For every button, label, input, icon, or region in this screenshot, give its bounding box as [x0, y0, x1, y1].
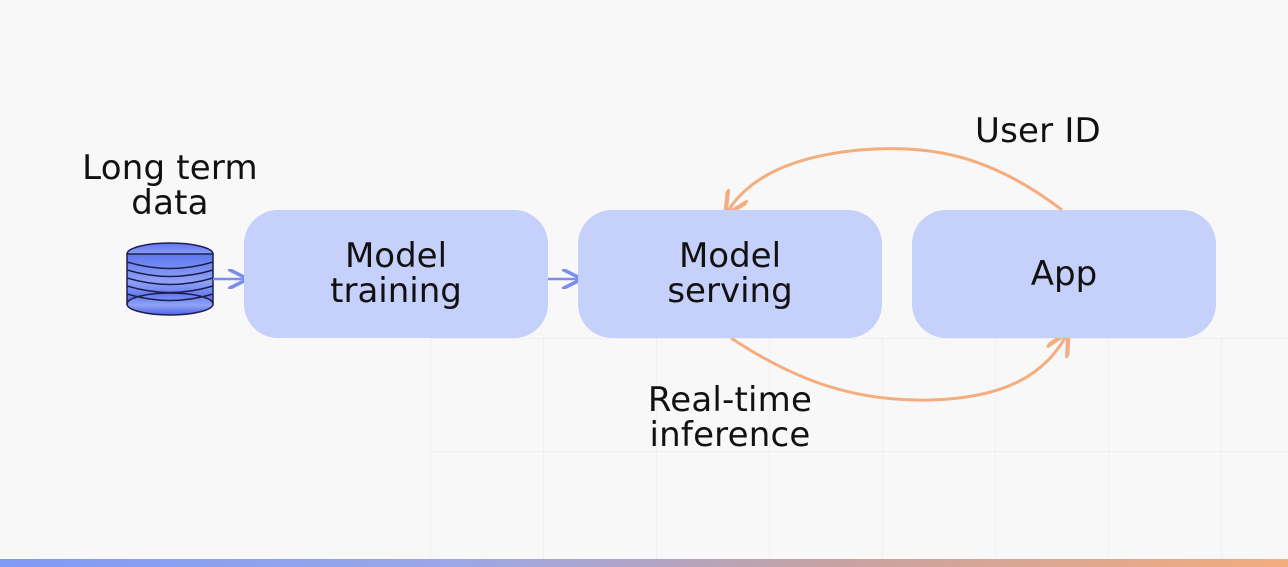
long-term-data-label: Long term data — [82, 148, 258, 223]
bottom-gradient-bar — [0, 559, 1288, 567]
real-time-inference-label: Real-time inference — [647, 380, 813, 455]
model-serving-node: Model serving — [578, 210, 882, 338]
app-label: App — [1030, 253, 1098, 294]
model-training-node: Model training — [244, 210, 548, 338]
user-id-arrow — [728, 147, 1063, 211]
model-training-label: Model training — [330, 236, 462, 311]
background-grid — [430, 338, 1288, 560]
realtime-inference-arrow — [730, 336, 1066, 402]
database-icon — [126, 242, 214, 316]
app-node: App — [912, 210, 1216, 338]
model-serving-label: Model serving — [667, 236, 793, 311]
user-id-label: User ID — [975, 111, 1101, 151]
